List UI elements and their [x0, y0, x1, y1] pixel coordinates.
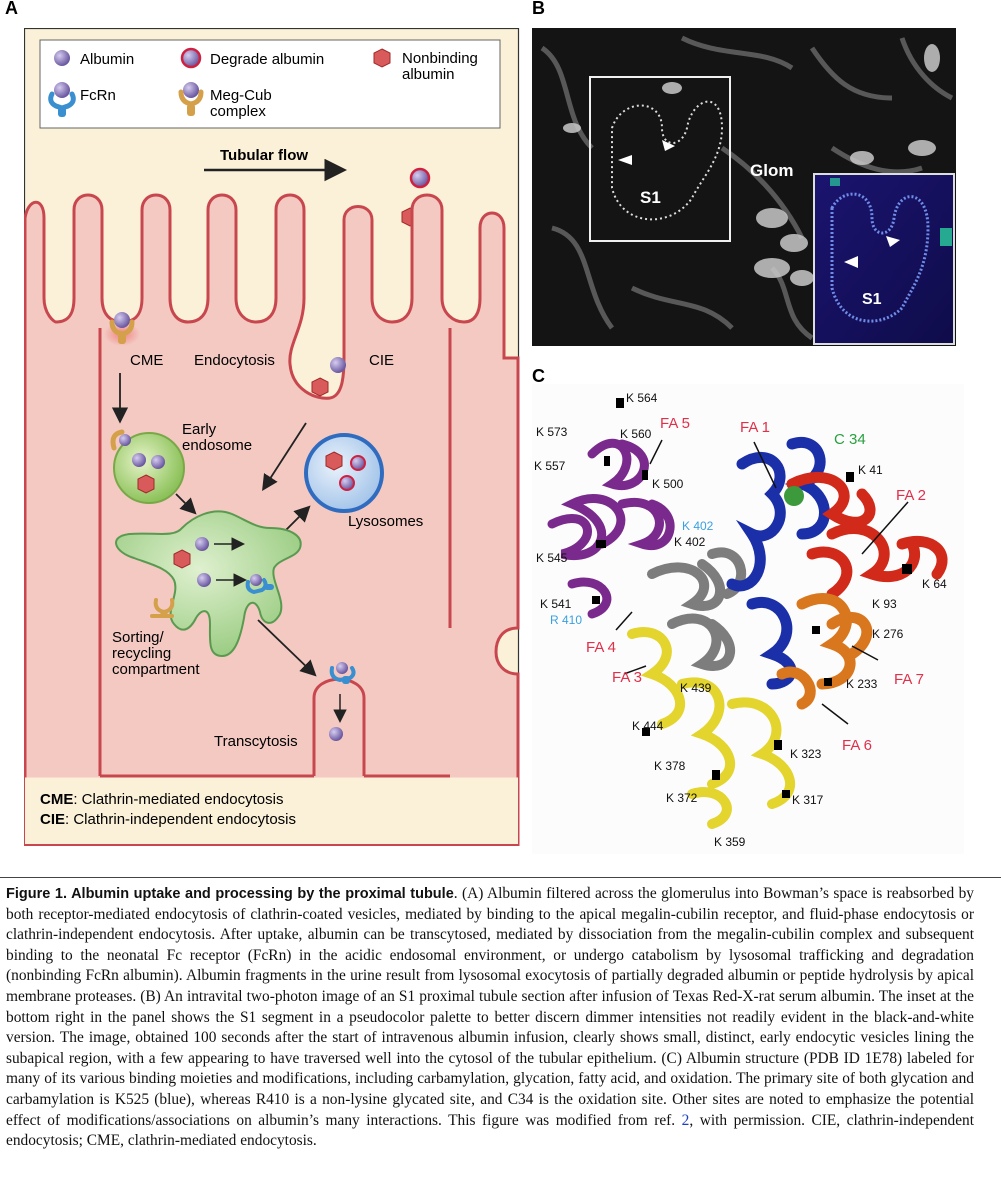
label-k541: K 541	[540, 597, 572, 611]
s1-region-box	[589, 76, 731, 242]
legend-fcrn: FcRn	[80, 87, 116, 104]
label-fa4: FA 4	[586, 639, 616, 656]
caption-title: Figure 1. Albumin uptake and processing …	[6, 886, 454, 902]
cme-label: CME	[130, 352, 163, 369]
legend-albumin: Albumin	[80, 51, 134, 68]
label-fa2: FA 2	[896, 487, 926, 504]
legend-megcub-2: complex	[210, 103, 266, 120]
label-k359: K 359	[714, 835, 746, 849]
panel-a-diagram: Albumin Degrade albumin Nonbinding album…	[24, 28, 520, 846]
domain-fa3-yellow	[627, 627, 796, 829]
label-fa6: FA 6	[842, 737, 872, 754]
pseudocolor-inset: S1	[813, 173, 955, 345]
label-fa7: FA 7	[894, 671, 924, 688]
figure-caption: Figure 1. Albumin uptake and processing …	[6, 884, 974, 1152]
label-fa1: FA 1	[740, 419, 770, 436]
cme-receptor	[109, 312, 135, 344]
inset-s1-label: S1	[862, 291, 882, 308]
endocytosis-label: Endocytosis	[194, 352, 275, 369]
label-k41: K 41	[858, 463, 883, 477]
legend-degrade-albumin: Degrade albumin	[210, 51, 324, 68]
label-fa3: FA 3	[612, 669, 642, 686]
early-endosome	[113, 432, 185, 504]
label-k402-blue: K 402	[682, 519, 714, 533]
caption-ref-link[interactable]: 2	[681, 1111, 690, 1129]
label-k573: K 573	[536, 425, 568, 439]
sorting-label-2: recycling	[112, 645, 171, 662]
early-endosome-label-2: endosome	[182, 437, 252, 454]
legend-box: Albumin Degrade albumin Nonbinding album…	[39, 39, 501, 129]
early-endosome-label-1: Early	[182, 421, 217, 438]
abbr-cme: CME: Clathrin-mediated endocytosis	[40, 791, 283, 808]
label-k545: K 545	[536, 551, 568, 565]
label-k64: K 64	[922, 577, 947, 591]
tubular-flow-label: Tubular flow	[220, 147, 308, 164]
panel-label-a: A	[5, 0, 18, 18]
transcytosis-label: Transcytosis	[214, 733, 298, 750]
lysosome	[304, 433, 384, 513]
lysosomes-label: Lysosomes	[348, 513, 423, 530]
panel-label-b: B	[532, 0, 545, 18]
label-k276: K 276	[872, 627, 904, 641]
legend-nonbinding-2: albumin	[402, 66, 455, 83]
caption-rule	[0, 877, 1001, 878]
label-k444: K 444	[632, 719, 664, 733]
domain-fa2	[786, 471, 948, 600]
cie-label: CIE	[369, 352, 394, 369]
glom-label: Glom	[750, 161, 793, 180]
label-k500: K 500	[652, 477, 684, 491]
label-k378: K 378	[654, 759, 686, 773]
fcrn-in-compartment	[245, 574, 274, 595]
s1-label: S1	[640, 188, 661, 207]
label-k93: K 93	[872, 597, 897, 611]
fcrn-icon	[48, 82, 76, 117]
label-fa5: FA 5	[660, 415, 690, 432]
label-r410: R 410	[550, 613, 582, 627]
panel-label-c: C	[532, 366, 545, 386]
megcub-recycled	[150, 598, 175, 618]
label-k317: K 317	[792, 793, 824, 807]
transcytosis-fcrn	[329, 662, 356, 684]
label-k372: K 372	[666, 791, 698, 805]
label-k233: K 233	[846, 677, 878, 691]
sorting-label-1: Sorting/	[112, 629, 165, 646]
megcub-icon	[178, 82, 204, 116]
abbr-cie: CIE: Clathrin-independent endocytosis	[40, 811, 296, 828]
tubule-cell	[24, 193, 520, 846]
label-c34: C 34	[834, 431, 866, 448]
label-k564: K 564	[626, 391, 658, 405]
domain-fa7	[776, 593, 873, 710]
label-k323: K 323	[790, 747, 822, 761]
caption-body-1: . (A) Albumin filtered across the glomer…	[6, 885, 974, 1129]
legend-nonbinding-1: Nonbinding	[402, 50, 478, 67]
panel-c-structure: K 564 K 573 K 560 K 557 K 500 K 402 K 54…	[532, 384, 964, 854]
caption-body-2: , with permission. CIE, clathrin-indepen…	[6, 1111, 975, 1150]
sorting-label-3: compartment	[112, 661, 200, 678]
label-k402: K 402	[674, 535, 706, 549]
label-k439: K 439	[680, 681, 712, 695]
panel-b-micrograph: S1 Glom S1	[532, 28, 956, 346]
label-k560: K 560	[620, 427, 652, 441]
label-k557: K 557	[534, 459, 566, 473]
legend-megcub-1: Meg-Cub	[210, 87, 272, 104]
c34-site	[784, 486, 804, 506]
